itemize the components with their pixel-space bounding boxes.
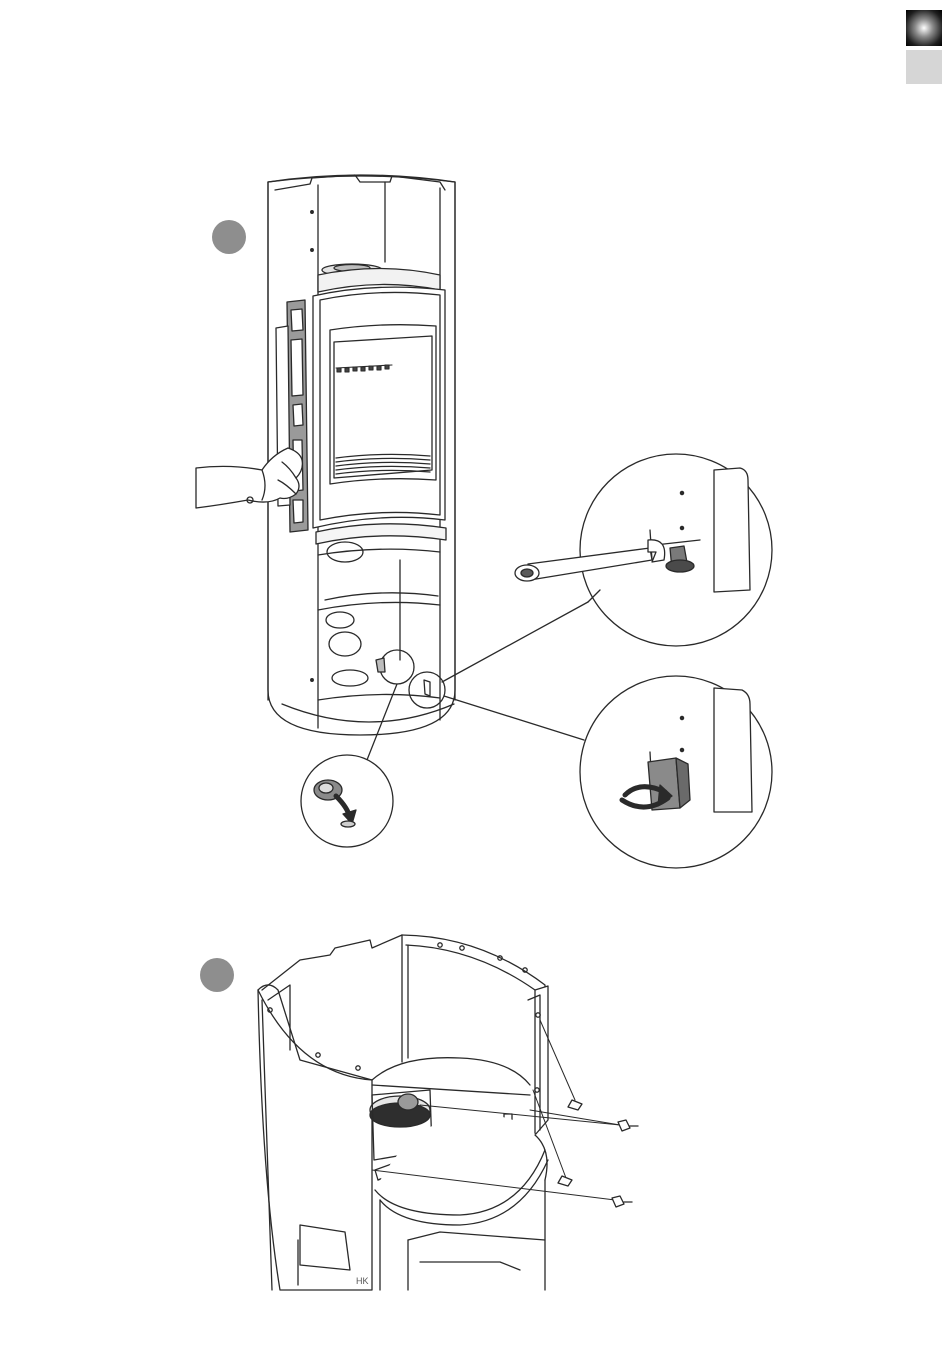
stove-base-icon — [258, 935, 548, 1290]
drawing-stamp: HK — [356, 1276, 369, 1286]
